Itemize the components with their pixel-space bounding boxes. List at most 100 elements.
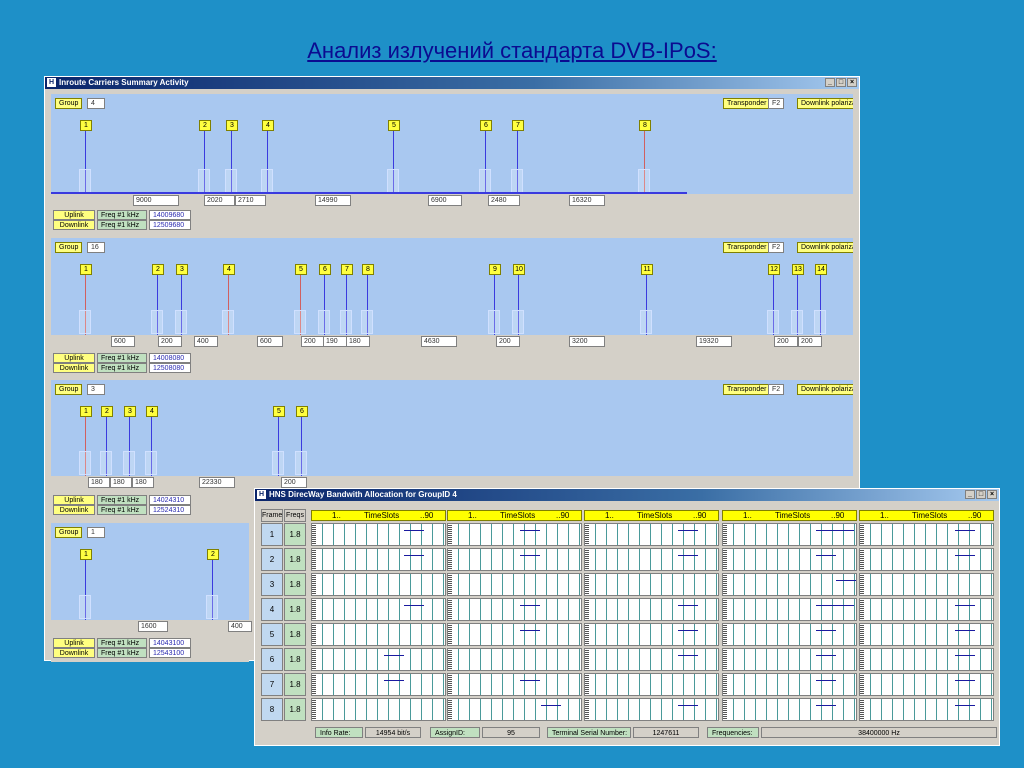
carrier-box[interactable] bbox=[791, 310, 803, 334]
carrier-tab[interactable]: 5 bbox=[295, 264, 307, 275]
carrier-box[interactable] bbox=[640, 310, 652, 334]
carrier-tab[interactable]: 4 bbox=[223, 264, 235, 275]
carrier-tab[interactable]: 13 bbox=[792, 264, 804, 275]
carrier-tab[interactable]: 7 bbox=[512, 120, 524, 131]
carrier-tab[interactable]: 8 bbox=[362, 264, 374, 275]
summary-window-titlebar[interactable]: H Inroute Carriers Summary Activity _ □ … bbox=[45, 77, 859, 89]
timeslot-cell[interactable] bbox=[584, 673, 719, 696]
timeslot-cell[interactable] bbox=[859, 648, 994, 671]
carrier-box[interactable] bbox=[387, 169, 399, 193]
carrier-box[interactable] bbox=[512, 310, 524, 334]
timeslot-cell[interactable] bbox=[859, 673, 994, 696]
timeslot-cell[interactable] bbox=[447, 598, 582, 621]
minimize-icon[interactable]: _ bbox=[965, 490, 975, 499]
carrier-box[interactable] bbox=[175, 310, 187, 334]
carrier-box[interactable] bbox=[145, 451, 157, 475]
timeslot-cell[interactable] bbox=[722, 623, 857, 646]
timeslot-cell[interactable] bbox=[859, 548, 994, 571]
carrier-box[interactable] bbox=[79, 451, 91, 475]
timeslot-cell[interactable] bbox=[311, 548, 446, 571]
timeslot-cell[interactable] bbox=[584, 573, 719, 596]
bandwidth-window-titlebar[interactable]: H HNS DirecWay Bandwith Allocation for G… bbox=[255, 489, 999, 501]
carrier-box[interactable] bbox=[79, 310, 91, 334]
carrier-tab[interactable]: 3 bbox=[124, 406, 136, 417]
carrier-box[interactable] bbox=[198, 169, 210, 193]
close-icon[interactable]: × bbox=[847, 78, 857, 87]
carrier-tab[interactable]: 2 bbox=[199, 120, 211, 131]
carrier-box[interactable] bbox=[340, 310, 352, 334]
carrier-tab[interactable]: 3 bbox=[226, 120, 238, 131]
carrier-tab[interactable]: 4 bbox=[262, 120, 274, 131]
carrier-tab[interactable]: 2 bbox=[152, 264, 164, 275]
timeslot-cell[interactable] bbox=[447, 673, 582, 696]
timeslot-cell[interactable] bbox=[584, 623, 719, 646]
carrier-box[interactable] bbox=[638, 169, 650, 193]
timeslot-cell[interactable] bbox=[311, 523, 446, 546]
carrier-box[interactable] bbox=[511, 169, 523, 193]
carrier-tab[interactable]: 9 bbox=[489, 264, 501, 275]
timeslot-cell[interactable] bbox=[584, 523, 719, 546]
timeslot-cell[interactable] bbox=[447, 648, 582, 671]
carrier-tab[interactable]: 2 bbox=[101, 406, 113, 417]
timeslot-cell[interactable] bbox=[447, 623, 582, 646]
timeslot-cell[interactable] bbox=[722, 648, 857, 671]
timeslot-cell[interactable] bbox=[584, 598, 719, 621]
carrier-tab[interactable]: 4 bbox=[146, 406, 158, 417]
timeslot-cell[interactable] bbox=[722, 598, 857, 621]
timeslot-cell[interactable] bbox=[311, 623, 446, 646]
carrier-box[interactable] bbox=[294, 310, 306, 334]
carrier-tab[interactable]: 6 bbox=[480, 120, 492, 131]
carrier-box[interactable] bbox=[488, 310, 500, 334]
maximize-icon[interactable]: □ bbox=[836, 78, 846, 87]
carrier-tab[interactable]: 8 bbox=[639, 120, 651, 131]
carrier-tab[interactable]: 12 bbox=[768, 264, 780, 275]
carrier-box[interactable] bbox=[479, 169, 491, 193]
timeslot-cell[interactable] bbox=[722, 698, 857, 721]
carrier-box[interactable] bbox=[295, 451, 307, 475]
carrier-tab[interactable]: 5 bbox=[388, 120, 400, 131]
carrier-tab[interactable]: 1 bbox=[80, 264, 92, 275]
timeslot-cell[interactable] bbox=[859, 573, 994, 596]
timeslot-cell[interactable] bbox=[311, 673, 446, 696]
carrier-box[interactable] bbox=[79, 595, 91, 619]
carrier-tab[interactable]: 3 bbox=[176, 264, 188, 275]
carrier-box[interactable] bbox=[361, 310, 373, 334]
timeslot-cell[interactable] bbox=[447, 548, 582, 571]
carrier-box[interactable] bbox=[767, 310, 779, 334]
carrier-box[interactable] bbox=[225, 169, 237, 193]
carrier-tab[interactable]: 1 bbox=[80, 120, 92, 131]
timeslot-cell[interactable] bbox=[859, 698, 994, 721]
carrier-box[interactable] bbox=[272, 451, 284, 475]
timeslot-cell[interactable] bbox=[311, 573, 446, 596]
timeslot-cell[interactable] bbox=[311, 598, 446, 621]
carrier-box[interactable] bbox=[318, 310, 330, 334]
timeslot-cell[interactable] bbox=[722, 573, 857, 596]
timeslot-cell[interactable] bbox=[584, 698, 719, 721]
carrier-tab[interactable]: 6 bbox=[319, 264, 331, 275]
timeslot-cell[interactable] bbox=[722, 548, 857, 571]
timeslot-cell[interactable] bbox=[311, 698, 446, 721]
carrier-tab[interactable]: 7 bbox=[341, 264, 353, 275]
carrier-box[interactable] bbox=[222, 310, 234, 334]
carrier-box[interactable] bbox=[123, 451, 135, 475]
carrier-tab[interactable]: 5 bbox=[273, 406, 285, 417]
carrier-box[interactable] bbox=[79, 169, 91, 193]
timeslot-cell[interactable] bbox=[447, 698, 582, 721]
carrier-box[interactable] bbox=[814, 310, 826, 334]
maximize-icon[interactable]: □ bbox=[976, 490, 986, 499]
carrier-box[interactable] bbox=[151, 310, 163, 334]
carrier-tab[interactable]: 14 bbox=[815, 264, 827, 275]
carrier-tab[interactable]: 11 bbox=[641, 264, 653, 275]
carrier-tab[interactable]: 6 bbox=[296, 406, 308, 417]
carrier-box[interactable] bbox=[206, 595, 218, 619]
timeslot-cell[interactable] bbox=[311, 648, 446, 671]
timeslot-cell[interactable] bbox=[722, 523, 857, 546]
timeslot-cell[interactable] bbox=[447, 573, 582, 596]
timeslot-cell[interactable] bbox=[584, 648, 719, 671]
carrier-box[interactable] bbox=[261, 169, 273, 193]
timeslot-cell[interactable] bbox=[859, 523, 994, 546]
minimize-icon[interactable]: _ bbox=[825, 78, 835, 87]
timeslot-cell[interactable] bbox=[859, 623, 994, 646]
carrier-box[interactable] bbox=[100, 451, 112, 475]
carrier-tab[interactable]: 1 bbox=[80, 549, 92, 560]
